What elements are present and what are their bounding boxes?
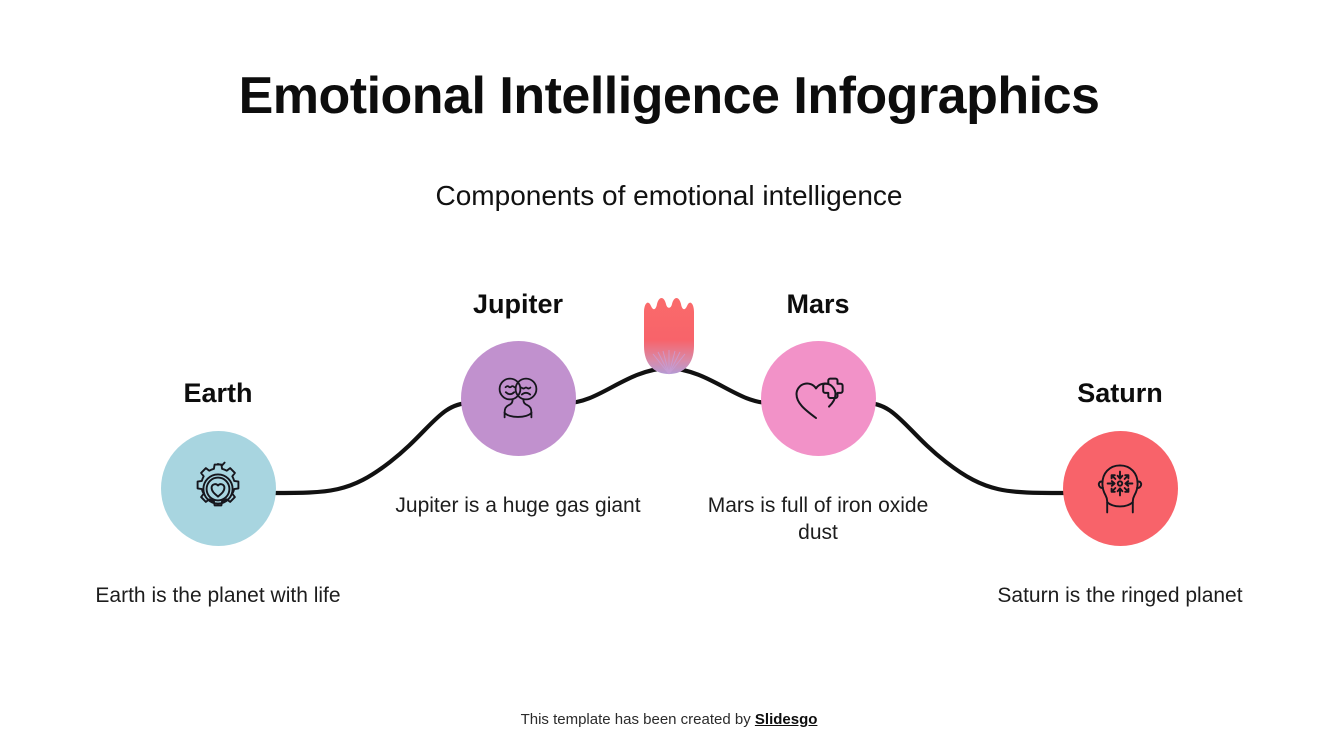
heart-plus-icon bbox=[795, 377, 844, 419]
tulip-flower-icon bbox=[644, 298, 694, 375]
slidesgo-link[interactable]: Slidesgo bbox=[754, 711, 818, 728]
node-jupiter[interactable]: Jupiter Jupiter is a huge gas giant bbox=[388, 289, 648, 520]
node-description-saturn: Saturn is the ringed planet bbox=[997, 584, 1243, 607]
node-title-mars: Mars bbox=[786, 289, 850, 319]
node-title-jupiter: Jupiter bbox=[472, 289, 564, 319]
node-earth[interactable]: Earth Earth is the planet with life bbox=[88, 378, 348, 610]
page-title: Emotional Intelligence Infographics bbox=[238, 67, 1100, 125]
gear-heart-icon bbox=[196, 461, 240, 506]
node-description-earth: Earth is the planet with life bbox=[95, 584, 341, 607]
node-circle-saturn[interactable] bbox=[1062, 431, 1178, 546]
node-mars[interactable]: Mars Mars is full of iron oxide dust bbox=[688, 289, 948, 547]
node-saturn[interactable]: Saturn Saturn bbox=[990, 378, 1250, 610]
node-circle-earth[interactable] bbox=[160, 431, 276, 546]
footer-credit: This template has been created by Slides… bbox=[0, 711, 1338, 728]
two-faces-icon bbox=[498, 377, 538, 418]
footer-credit-text: This template has been created by bbox=[520, 711, 755, 728]
node-title-saturn: Saturn bbox=[1077, 378, 1163, 408]
node-description-mars: Mars is full of iron oxide dust bbox=[707, 494, 929, 544]
node-circle-mars[interactable] bbox=[760, 341, 876, 456]
node-title-earth: Earth bbox=[183, 378, 253, 408]
node-description-jupiter: Jupiter is a huge gas giant bbox=[395, 494, 641, 517]
head-focus-icon bbox=[1097, 463, 1143, 513]
node-circle-jupiter[interactable] bbox=[460, 341, 576, 456]
page-subtitle: Components of emotional intelligence bbox=[435, 180, 903, 211]
